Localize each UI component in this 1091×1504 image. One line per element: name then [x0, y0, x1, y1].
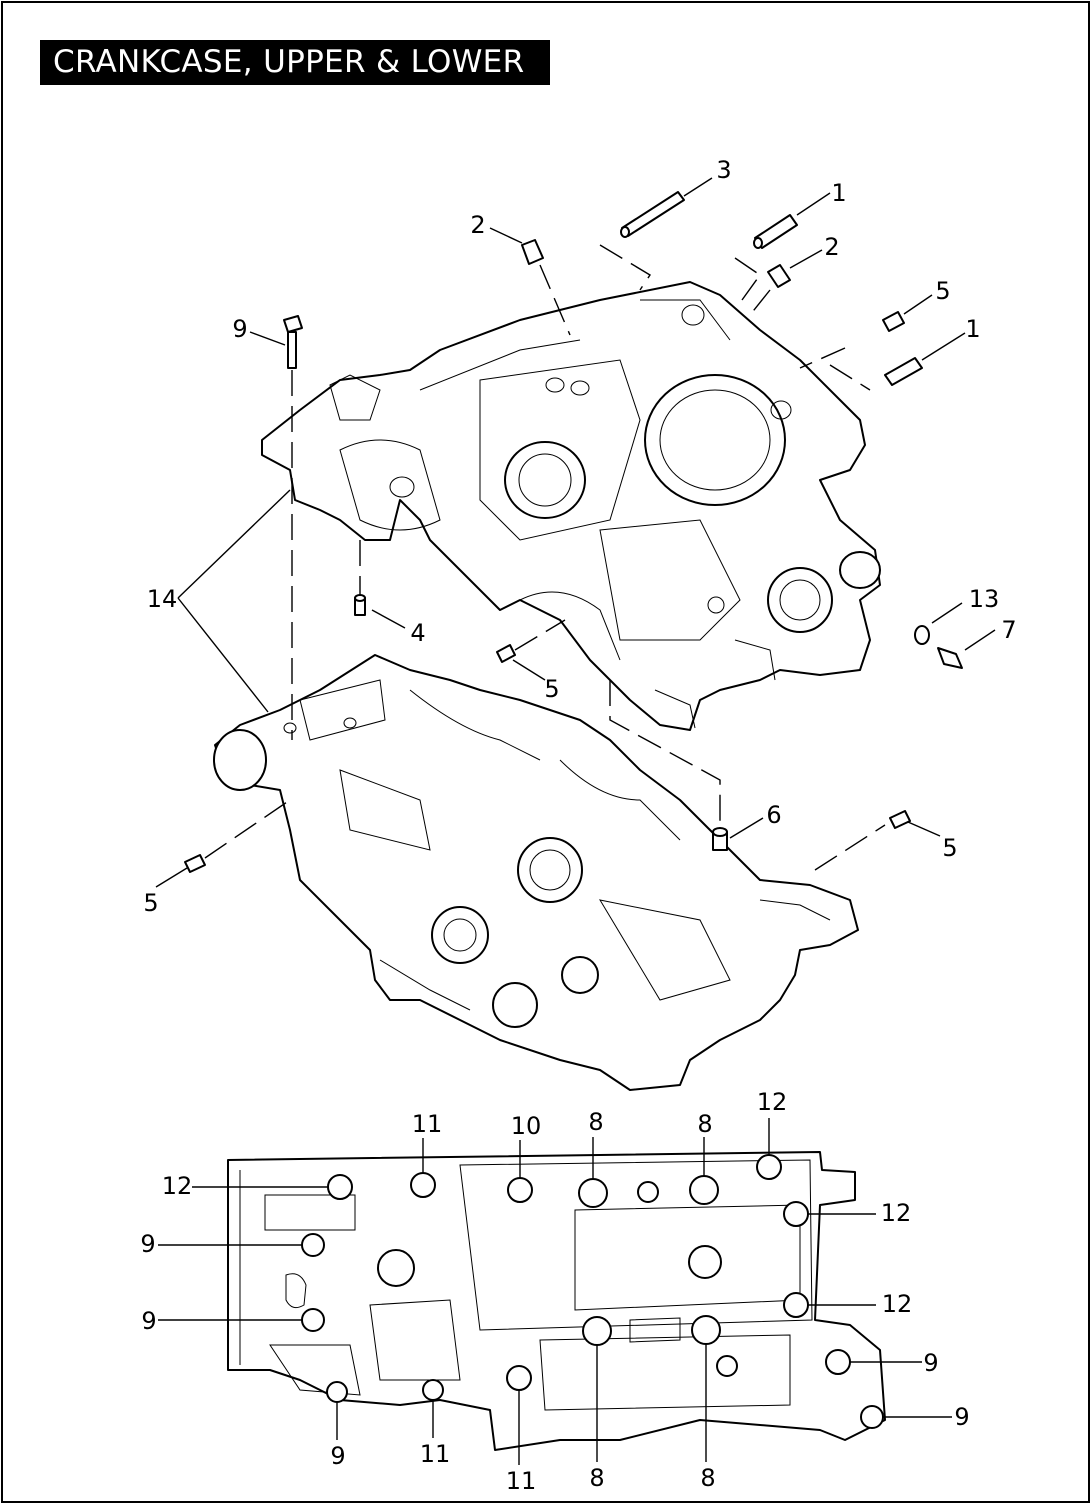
dowel-6	[712, 827, 728, 851]
dowel-5-center	[496, 644, 516, 663]
dowel-2-left	[521, 239, 544, 265]
callout-9: 9	[330, 1442, 345, 1470]
callout-9: 9	[140, 1230, 155, 1258]
callout-11: 11	[420, 1440, 451, 1468]
washer-13	[914, 625, 930, 645]
leader-lines	[155, 177, 996, 1465]
callout-12: 12	[881, 1199, 912, 1227]
callout-5: 5	[143, 889, 158, 917]
callout-8: 8	[588, 1108, 603, 1136]
bolt-9-upper	[283, 315, 303, 369]
dowel-5-right	[889, 810, 911, 829]
callout-4: 4	[410, 619, 425, 647]
callout-8: 8	[589, 1464, 604, 1492]
callout-8: 8	[700, 1464, 715, 1492]
callout-11: 11	[506, 1467, 537, 1495]
callout-9: 9	[141, 1307, 156, 1335]
callout-6: 6	[766, 801, 781, 829]
callout-9: 9	[923, 1349, 938, 1377]
callout-14: 14	[147, 585, 178, 613]
callout-12: 12	[882, 1290, 913, 1318]
callout-12: 12	[757, 1088, 788, 1116]
callout-2: 2	[470, 211, 485, 239]
upper-crankcase	[261, 281, 881, 731]
screw-7	[937, 647, 963, 669]
callout-1: 1	[831, 179, 846, 207]
callout-12: 12	[162, 1172, 193, 1200]
callout-labels: 3 1 2 2 9 5 1 14 4 13 7 5 6 5 5 12 11 10…	[140, 156, 1016, 1495]
callout-5: 5	[544, 675, 559, 703]
callout-11: 11	[412, 1110, 443, 1138]
callout-7: 7	[1001, 616, 1016, 644]
dowel-5-upper-right	[882, 311, 905, 332]
dowel-pin-1-upper	[753, 214, 798, 249]
callout-8: 8	[697, 1110, 712, 1138]
callout-2: 2	[824, 233, 839, 261]
callout-5: 5	[942, 834, 957, 862]
callout-10: 10	[511, 1112, 542, 1140]
callout-9: 9	[954, 1403, 969, 1431]
alignment-lines	[204, 244, 886, 871]
dowel-pin-1-right	[884, 357, 923, 386]
lower-crankcase	[213, 654, 859, 1091]
dowel-2-right	[767, 264, 791, 288]
page-title: CRANKCASE, UPPER & LOWER	[40, 40, 550, 85]
callout-5: 5	[935, 277, 950, 305]
callout-9: 9	[232, 315, 247, 343]
callout-13: 13	[969, 585, 1000, 613]
dowel-5-left	[184, 854, 206, 873]
dowel-pin-3	[620, 191, 685, 238]
lower-crankcase-bottom-view	[227, 1151, 886, 1451]
dowel-4	[354, 594, 366, 616]
callout-3: 3	[716, 156, 731, 184]
callout-1: 1	[965, 315, 980, 343]
